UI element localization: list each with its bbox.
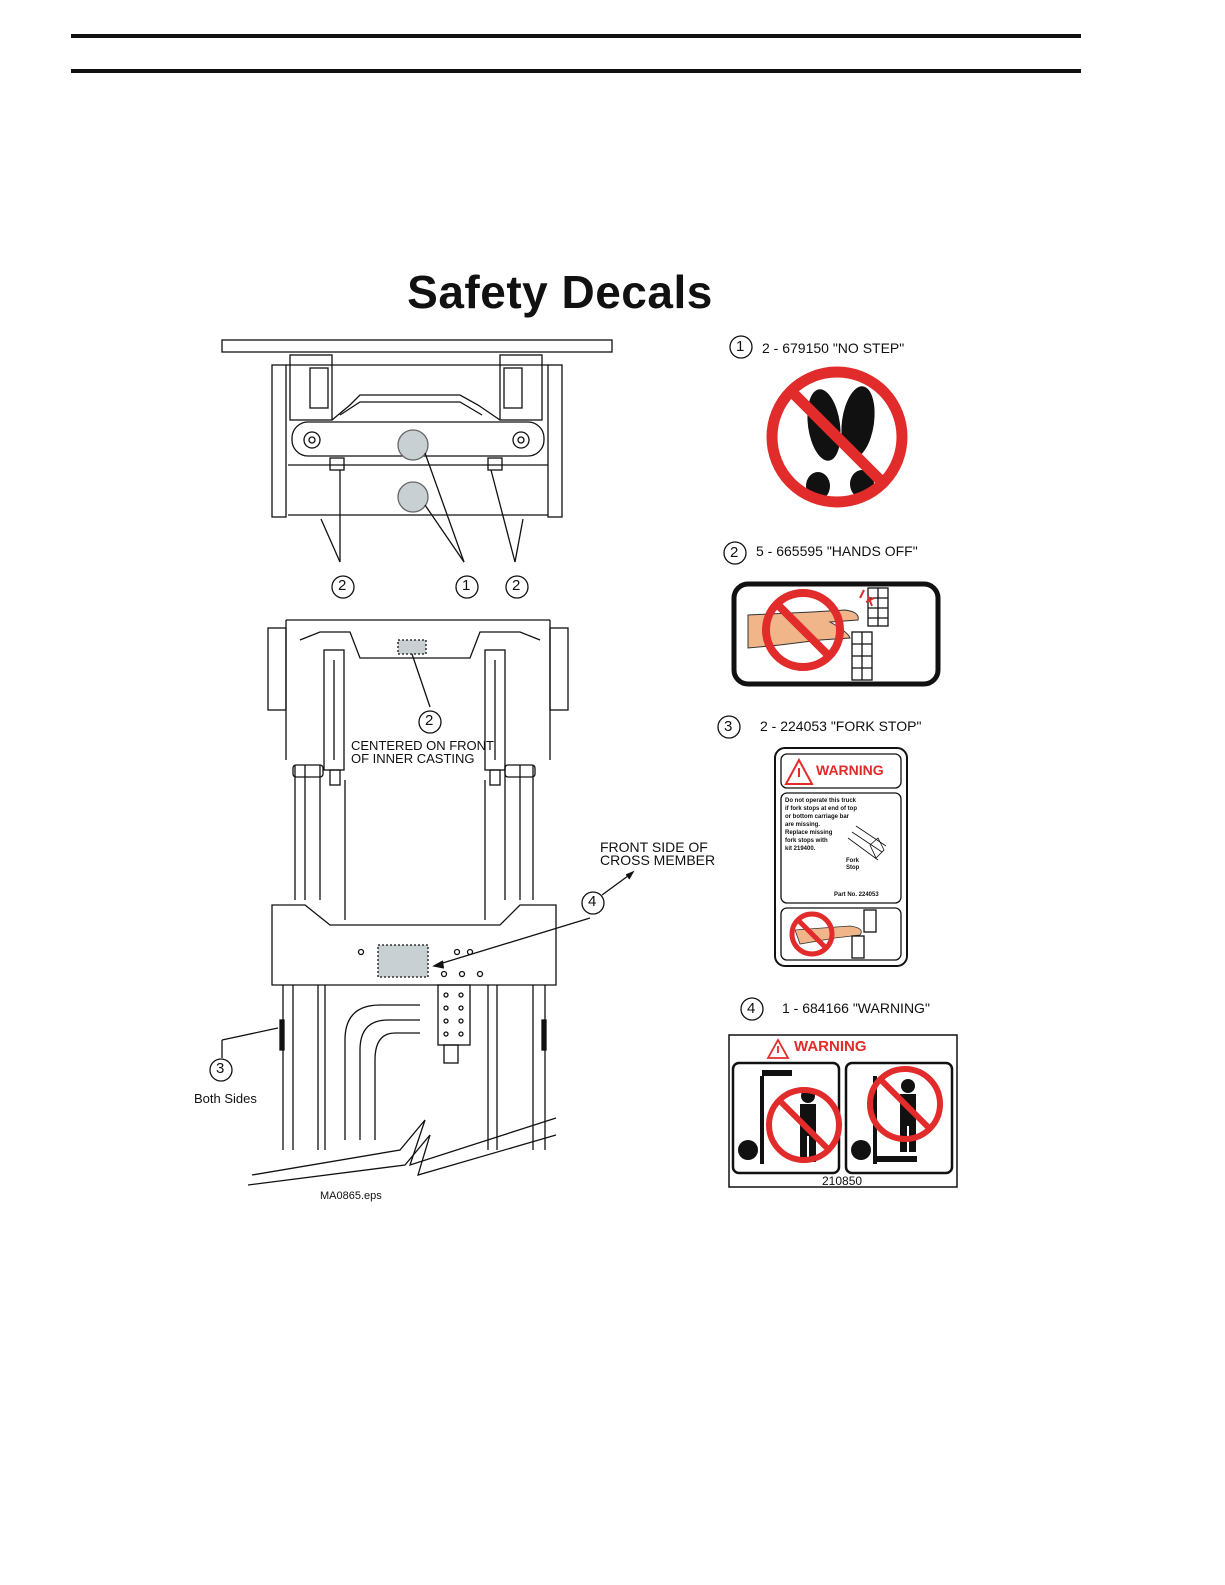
front-side-note-line1: FRONT SIDE OF bbox=[600, 839, 708, 855]
centered-note-line2: OF INNER CASTING bbox=[351, 751, 475, 766]
decal-3-caption: 2 - 224053 "FORK STOP" bbox=[760, 718, 922, 734]
fork-stop-line-1: Do not operate this truck bbox=[785, 798, 857, 804]
decal-4-number: 4 bbox=[747, 1000, 756, 1017]
no-step-decal-icon bbox=[766, 366, 908, 508]
hands-off-decal-icon bbox=[731, 581, 941, 687]
page-title: Safety Decals bbox=[407, 266, 713, 318]
decal-2-number: 2 bbox=[730, 544, 739, 561]
fork-stop-warning-word: WARNING bbox=[816, 762, 884, 778]
callout-3-sides: 3 bbox=[216, 1060, 225, 1077]
decal-2-caption: 5 - 665595 "HANDS OFF" bbox=[756, 543, 918, 559]
front-side-note-line2: CROSS MEMBER bbox=[600, 852, 716, 868]
callout-4-crossmember: 4 bbox=[588, 893, 597, 910]
file-label: MA0865.eps bbox=[320, 1190, 382, 1202]
warning-decal-icon bbox=[728, 1034, 958, 1188]
fork-stop-label-fork: Fork bbox=[846, 858, 860, 864]
fork-stop-line-2: if fork stops at end of top bbox=[785, 806, 857, 812]
both-sides-note: Both Sides bbox=[194, 1091, 257, 1106]
decal-1-number: 1 bbox=[736, 338, 745, 355]
warning-decal-part-no: 210850 bbox=[822, 1174, 863, 1188]
header-rule-bottom bbox=[71, 69, 1081, 73]
decal-4-caption: 1 - 684166 "WARNING" bbox=[782, 1000, 930, 1016]
fork-stop-line-5: Replace missing bbox=[785, 830, 833, 836]
fork-stop-line-7: kit 219400. bbox=[785, 846, 816, 852]
fork-stop-decal-icon bbox=[774, 747, 908, 967]
callout-2-left: 2 bbox=[338, 577, 347, 594]
decal-1-caption: 2 - 679150 "NO STEP" bbox=[762, 340, 905, 356]
fork-stop-line-3: or bottom carriage bar bbox=[785, 814, 850, 820]
fork-stop-line-6: fork stops with bbox=[785, 838, 828, 844]
callout-2-casting: 2 bbox=[425, 712, 434, 729]
header-rule-top bbox=[71, 34, 1081, 38]
warning-decal-word: WARNING bbox=[794, 1038, 867, 1055]
centered-note-line1: CENTERED ON FRONT bbox=[351, 738, 494, 753]
fork-stop-line-4: are missing. bbox=[785, 822, 821, 828]
fork-stop-label-stop: Stop bbox=[846, 865, 860, 871]
decal-3-number: 3 bbox=[724, 718, 733, 735]
callout-2-right: 2 bbox=[512, 577, 521, 594]
callout-1: 1 bbox=[462, 577, 471, 594]
fork-stop-part-no: Part No. 224053 bbox=[834, 892, 879, 898]
